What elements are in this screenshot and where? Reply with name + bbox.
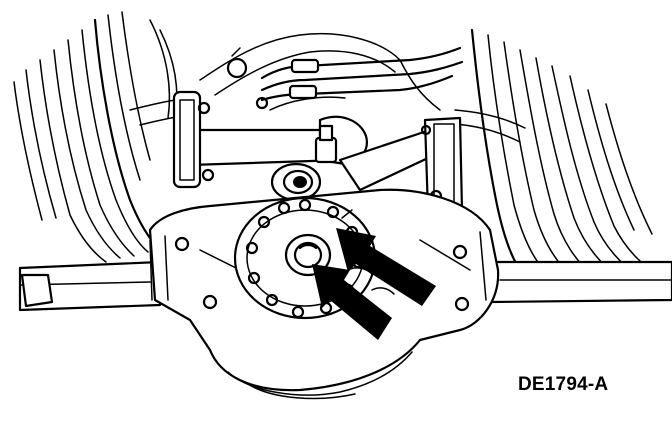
pinion-yoke [270,162,322,202]
callout-arrows [312,209,436,340]
brake-lines [226,46,464,110]
breather-fitting [314,124,338,164]
left-shock-mount [172,90,215,189]
figure-code-label: DE1794-A [518,374,609,395]
arrow-upper [336,228,436,306]
arrow-lower [312,264,392,340]
pinion-seal-bore [284,233,332,277]
left-leaf-spring [13,11,162,263]
axle-tubes [18,260,672,312]
right-leaf-spring [470,28,669,283]
